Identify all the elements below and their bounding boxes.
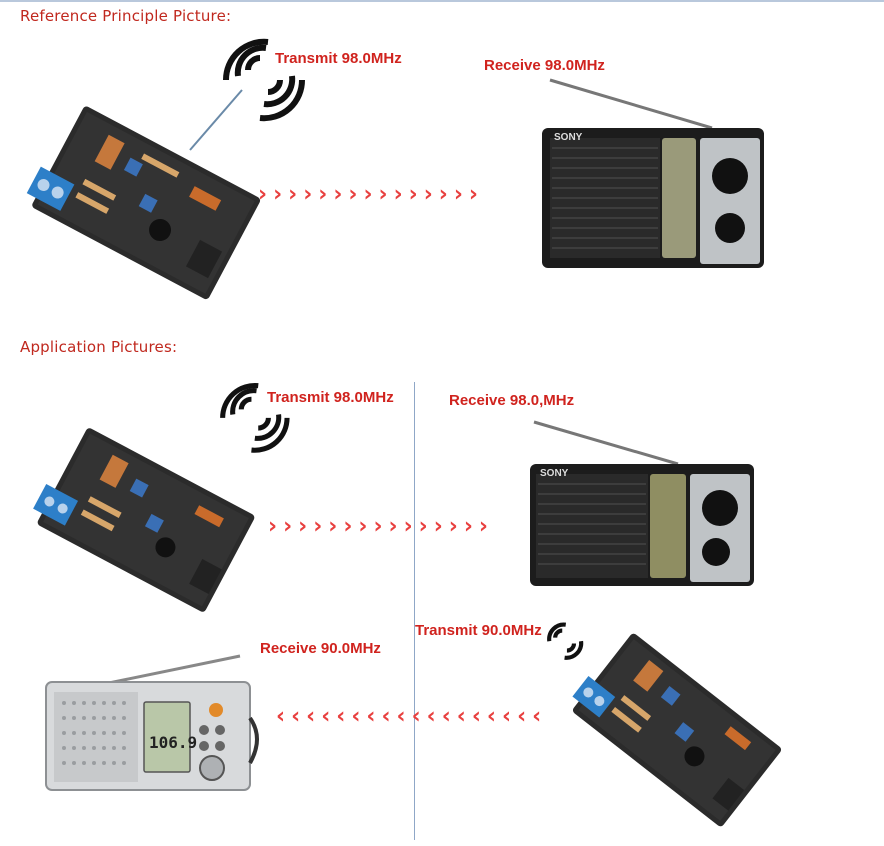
signal-wave-icon bbox=[220, 382, 290, 453]
fm-radio-receiver-2: SONY bbox=[530, 420, 754, 586]
digital-radio-receiver bbox=[45, 654, 259, 791]
vertical-divider bbox=[414, 382, 415, 840]
application-receive-label-2: Receive 90.0MHz bbox=[260, 640, 381, 657]
signal-wave-icon bbox=[222, 38, 306, 122]
application-section-title: Application Pictures: bbox=[20, 338, 178, 356]
application-transmit-label-1: Transmit 98.0MHz bbox=[267, 389, 394, 406]
application-transmit-label-2: Transmit 90.0MHz bbox=[415, 622, 542, 639]
reference-transmit-label: Transmit 98.0MHz bbox=[275, 50, 402, 67]
application-receive-label-1: Receive 98.0,MHz bbox=[449, 392, 575, 409]
signal-wave-icon bbox=[547, 622, 584, 660]
digital-radio-display: 106.9 bbox=[149, 733, 198, 752]
radio-brand-text: SONY bbox=[554, 132, 583, 143]
reference-receive-label: Receive 98.0MHz bbox=[484, 57, 605, 74]
signal-arrows-right: ››››››››››››››› bbox=[258, 182, 484, 207]
fm-transmitter-board-1 bbox=[26, 89, 261, 300]
reference-section-title: Reference Principle Picture: bbox=[20, 7, 232, 25]
signal-arrows-left: ‹‹‹‹‹‹‹‹‹‹‹‹‹‹‹‹‹‹ bbox=[276, 704, 548, 729]
fm-transmitter-board-3 bbox=[572, 633, 782, 827]
signal-arrows-right: ››››››››››››››› bbox=[268, 514, 494, 539]
fm-radio-receiver-1: SONY bbox=[542, 78, 764, 268]
top-border bbox=[0, 0, 884, 2]
radio-brand-text: SONY bbox=[540, 468, 569, 479]
fm-transmitter-board-2 bbox=[33, 428, 255, 612]
